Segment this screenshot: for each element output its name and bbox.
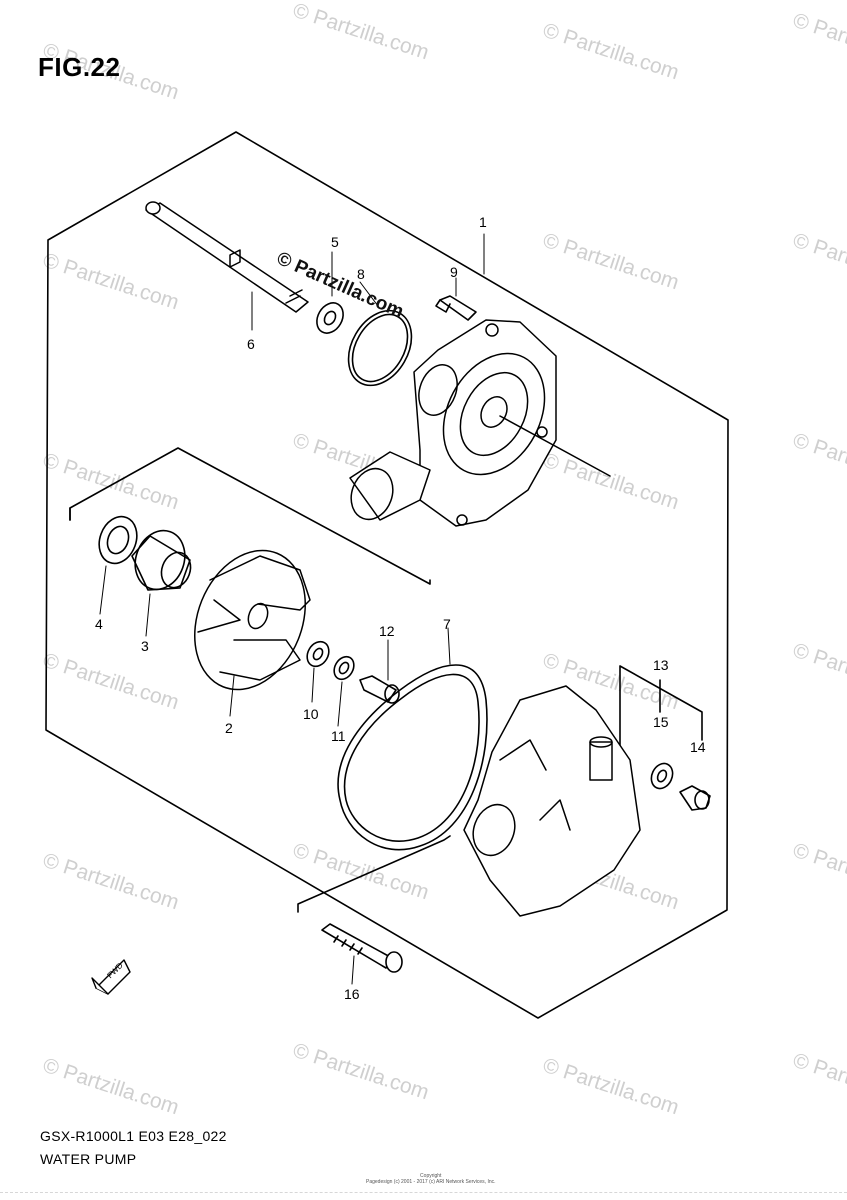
callout-2: 2 [225,720,233,736]
o-ring-part-8 [347,309,413,387]
callout-12: 12 [379,623,395,639]
bottom-divider [0,1192,847,1193]
copyright-notice: Copyright Pagedesign (c) 2001 - 2017 (c)… [366,1173,496,1185]
bolt-part-16 [321,923,403,973]
washer-part-11 [333,655,355,681]
callout-3: 3 [141,638,149,654]
callout-4: 4 [95,616,103,632]
leader-lines [99,233,485,985]
washer-part-5 [316,302,344,334]
callout-10: 10 [303,706,319,722]
bolt-part-12 [359,675,400,704]
callout-11: 11 [331,728,346,744]
copyright-line-1: Copyright [420,1173,442,1179]
washer-part-15 [650,762,674,790]
o-ring-part-7 [337,664,488,851]
pump-cover-lower [463,685,641,917]
washer-part-10 [306,640,330,668]
callout-16: 16 [344,986,360,1002]
callout-1: 1 [479,214,487,230]
impeller-part-2 [194,549,311,691]
figure-caption: WATER PUMP [40,1151,137,1167]
callout-8: 8 [357,266,365,282]
bolt-part-14 [679,785,711,811]
figure-title: FIG.22 [38,52,121,82]
subgroup-bracket-bottom [297,835,451,913]
bearing-part-4 [98,515,138,565]
callout-13: 13 [653,657,669,673]
callout-5: 5 [331,234,339,250]
assembly-frame [45,131,729,1019]
callout-15: 15 [653,714,669,730]
model-code: GSX-R1000L1 E03 E28_022 [40,1128,227,1144]
callout-6: 6 [247,336,255,352]
callout-14: 14 [690,739,706,755]
seal-part-3 [131,529,192,591]
copyright-line-2: Pagedesign (c) 2001 - 2017 (c) ARI Netwo… [366,1179,496,1185]
shaft-part [145,201,309,313]
bolt-part-9 [435,295,477,321]
fwd-arrow-icon [91,959,131,995]
callout-9: 9 [450,264,458,280]
callout-7: 7 [443,616,451,632]
pump-body-upper [349,319,611,527]
